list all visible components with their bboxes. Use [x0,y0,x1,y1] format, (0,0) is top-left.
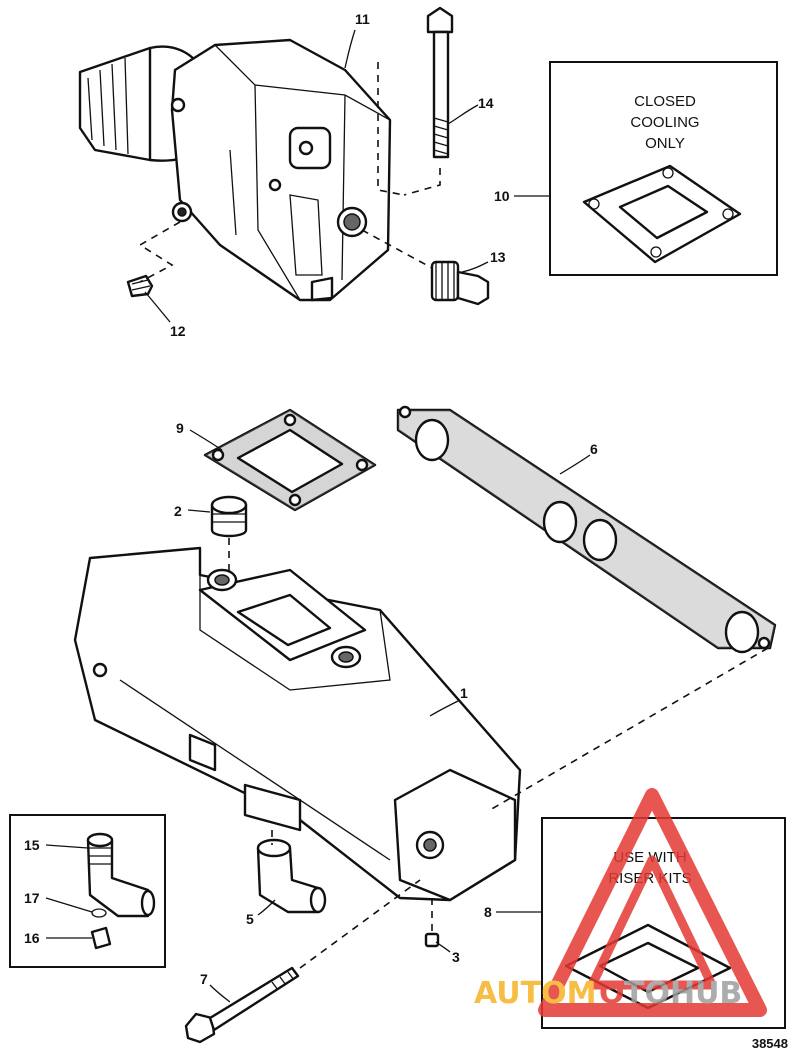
callout-9: 9 [176,420,184,436]
part-5-elbow [256,838,327,914]
note-closed-line-1: CLOSED [634,93,696,110]
dashed-assembly-lines [138,62,769,969]
callout-12: 12 [170,323,186,339]
callout-14: 14 [478,95,494,111]
note-riser-line-2: RISER KITS [608,870,691,887]
callout-7: 7 [200,971,208,987]
part-11-elbow [78,38,392,302]
callout-2: 2 [174,503,182,519]
closed-cooling-box [549,61,778,276]
note-closed-cooling: CLOSED COOLING ONLY [630,93,699,152]
callout-15: 15 [24,837,40,853]
callout-labels: 11 14 13 12 10 9 6 2 1 5 3 7 8 15 17 16 [24,11,598,987]
part-14-bolt [426,6,454,159]
callout-leaders [45,29,591,1003]
watermark-text-right: TOHUB [624,976,742,1011]
callout-10: 10 [494,188,510,204]
watermark-text-left: AUTOM [474,976,596,1011]
callout-11: 11 [355,11,370,27]
part-3-plug [424,932,440,948]
part-1-manifold [73,546,522,902]
part-13-fitting [430,260,490,306]
watermark-logo: AUTOM O TOHUB [474,788,767,1017]
part-7-long-bolt [184,966,300,1044]
callout-5: 5 [246,911,254,927]
callout-3: 3 [452,949,460,965]
figure-number: 38548 [752,1036,788,1051]
note-closed-line-2: COOLING [630,114,699,131]
parts-15-16-17-box [9,814,166,968]
callout-6: 6 [590,441,598,457]
part-6-long-gasket [396,405,777,654]
callout-8: 8 [484,904,492,920]
part-12-plug [126,274,154,298]
callout-13: 13 [490,249,506,265]
callout-17: 17 [24,890,40,906]
callout-16: 16 [24,930,40,946]
part-2-plug [210,495,248,538]
callout-1: 1 [460,685,468,701]
part-9-gasket [203,408,377,512]
watermark-triangle-icon [538,788,767,1017]
note-closed-line-3: ONLY [645,135,685,152]
watermark-text-mid: O [599,976,625,1011]
